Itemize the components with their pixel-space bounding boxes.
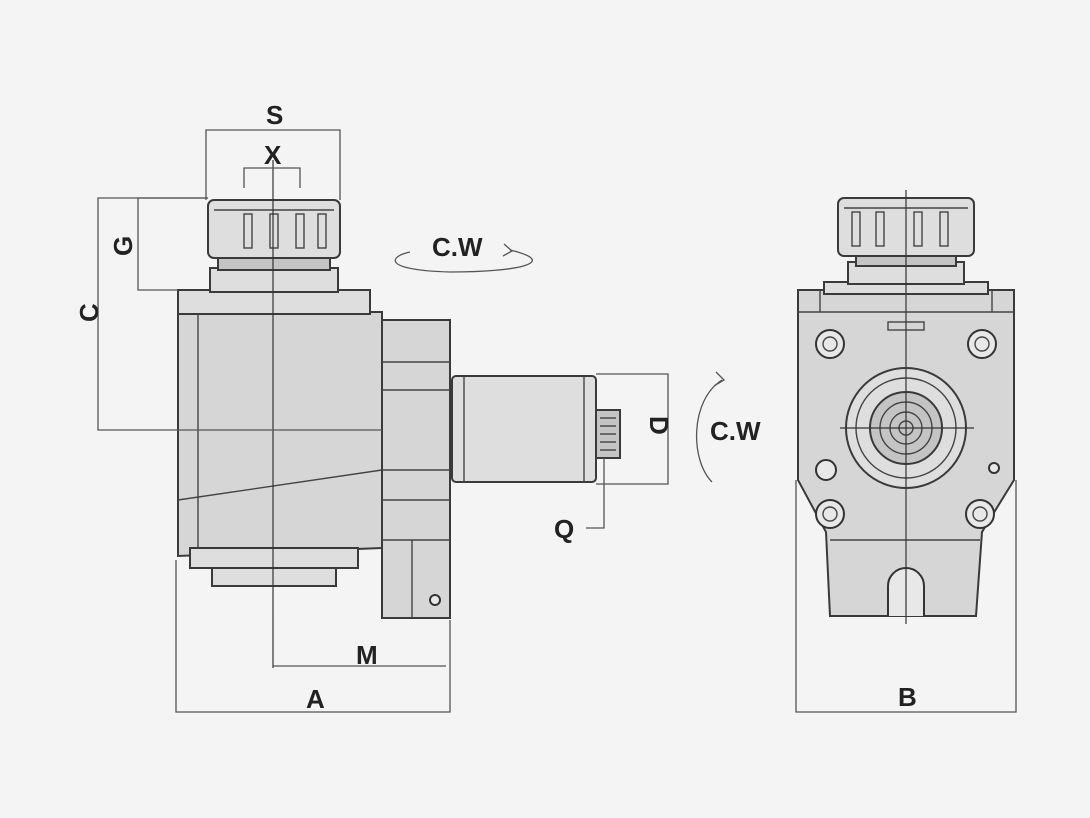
dimensions: [97, 129, 1017, 713]
label-cw-right: C.W: [710, 416, 761, 446]
bolt-hole: [965, 499, 995, 529]
label-q: Q: [554, 514, 574, 544]
label-m: M: [356, 640, 378, 670]
bolt-hole: [815, 499, 845, 529]
label-x: X: [264, 140, 282, 170]
label-cw-top: C.W: [432, 232, 483, 262]
bolt-hole: [815, 329, 845, 359]
bolt-hole: [967, 329, 997, 359]
front-view: [797, 190, 1015, 624]
label-b: B: [898, 682, 917, 712]
label-a: A: [306, 684, 325, 714]
output-spindle: [451, 375, 621, 483]
label-c: C: [74, 303, 104, 322]
side-view: [177, 160, 621, 668]
label-g: G: [108, 236, 138, 256]
side-top-flange: [177, 289, 371, 315]
label-s: S: [266, 100, 283, 130]
labels: S X G C D Q M A B C.W C.W: [74, 100, 917, 714]
side-gear-housing: [381, 319, 451, 619]
side-body: [177, 311, 383, 558]
collet-nut: [207, 199, 341, 259]
label-d: D: [644, 416, 674, 435]
